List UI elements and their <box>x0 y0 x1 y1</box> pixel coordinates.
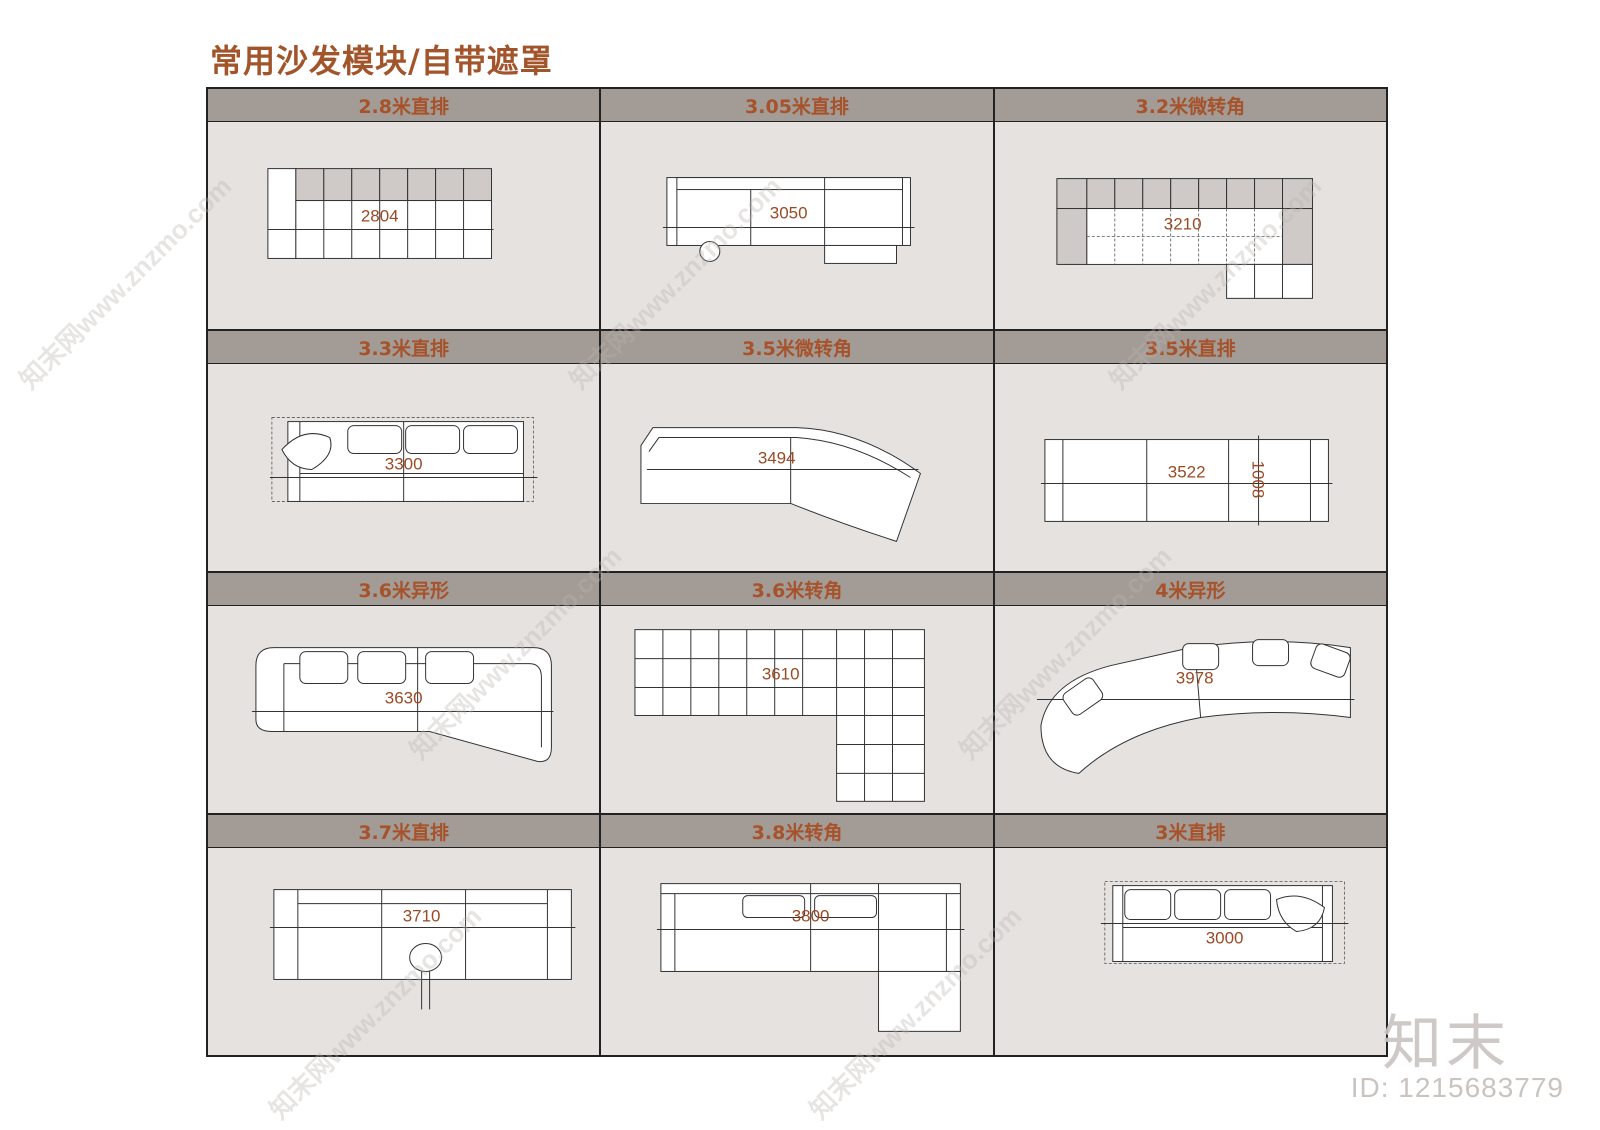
module-label: 3.05米直排 <box>601 89 993 122</box>
module-drawing: 3050 <box>601 122 992 329</box>
module-cell-3-05m-straight: 3.05米直排 3050 <box>600 88 994 330</box>
module-drawing: 3522 1008 <box>995 364 1386 571</box>
module-cell-3-3m-straight: 3.3米直排 3300 <box>207 330 601 572</box>
watermark-brand: 知末 <box>1382 1009 1510 1079</box>
module-label: 4米异形 <box>994 573 1386 606</box>
dimension-label: 3978 <box>1175 669 1213 688</box>
sofa-plan-2804: 2804 <box>267 168 494 259</box>
sofa-plan-3710: 3710 <box>269 889 576 1010</box>
module-label: 2.8米直排 <box>208 89 600 122</box>
depth-label: 1008 <box>1248 461 1267 499</box>
page-title: 常用沙发模块/自带遮罩 <box>210 42 553 80</box>
sofa-module-grid: 2.8米直排 2804 <box>206 87 1388 1057</box>
module-drawing: 3610 <box>601 606 992 813</box>
module-cell-3-8m-corner: 3.8米转角 3800 <box>600 814 994 1056</box>
module-drawing: 3000 <box>995 848 1386 1055</box>
module-drawing: 3800 <box>601 848 992 1055</box>
dimension-label: 3494 <box>758 449 796 468</box>
dimension-label: 3210 <box>1163 214 1201 233</box>
module-cell-3-2m-micro-corner: 3.2米微转角 <box>993 88 1387 330</box>
module-label: 3.2米微转角 <box>994 89 1386 122</box>
module-label: 3米直排 <box>994 815 1386 848</box>
module-drawing: 3978 <box>995 606 1386 813</box>
module-label: 3.6米异形 <box>208 573 600 606</box>
module-drawing: 3494 <box>601 364 992 571</box>
module-cell-3-7m-straight: 3.7米直排 3710 <box>207 814 601 1056</box>
dimension-label: 3050 <box>770 204 808 223</box>
sofa-plan-3610: 3610 <box>634 629 926 802</box>
module-cell-4m-special-shaped: 4米异形 3978 <box>993 572 1387 814</box>
module-label: 3.7米直排 <box>208 815 600 848</box>
module-label: 3.8米转角 <box>601 815 993 848</box>
module-label: 3.6米转角 <box>601 573 993 606</box>
watermark-text: 知末网www.znzmo.com <box>13 170 238 395</box>
module-label: 3.3米直排 <box>208 331 600 364</box>
dimension-label: 3300 <box>385 454 423 473</box>
sofa-plan-3210: 3210 <box>1056 178 1313 299</box>
module-cell-3-5m-straight: 3.5米直排 3522 1008 <box>993 330 1387 572</box>
dimension-label: 3710 <box>403 907 441 926</box>
sofa-plan-3522: 3522 1008 <box>1040 435 1333 526</box>
module-drawing: 3710 <box>208 848 599 1055</box>
module-drawing: 3630 <box>208 606 599 813</box>
module-drawing: 2804 <box>208 122 599 329</box>
sofa-plan-3630: 3630 <box>251 647 554 763</box>
dimension-label: 2804 <box>361 207 399 226</box>
module-drawing: 3210 <box>995 122 1386 329</box>
sofa-plan-3050: 3050 <box>663 177 915 264</box>
sofa-plan-3300: 3300 <box>269 417 538 502</box>
sofa-plan-3800: 3800 <box>657 883 965 1032</box>
module-cell-2-8m-straight: 2.8米直排 2804 <box>207 88 601 330</box>
module-cell-3m-straight: 3米直排 3000 <box>993 814 1387 1056</box>
dimension-label: 3000 <box>1205 929 1243 948</box>
dimension-label: 3610 <box>762 665 800 684</box>
module-label: 3.5米直排 <box>994 331 1386 364</box>
module-label: 3.5米微转角 <box>601 331 993 364</box>
module-cell-3-6m-special-shaped: 3.6米异形 3630 <box>207 572 601 814</box>
dimension-label: 3522 <box>1167 462 1205 481</box>
dimension-label: 3800 <box>792 907 830 926</box>
module-drawing: 3300 <box>208 364 599 571</box>
sofa-plan-3000: 3000 <box>1100 881 1349 964</box>
dimension-label: 3630 <box>385 689 423 708</box>
sofa-plan-3978: 3978 <box>1036 639 1355 774</box>
module-cell-3-6m-corner: 3.6米转角 3610 <box>600 572 994 814</box>
module-cell-3-5m-micro-corner: 3.5米微转角 3494 <box>600 330 994 572</box>
watermark-id: ID: 1215683779 <box>1350 1072 1564 1103</box>
sofa-plan-3494: 3494 <box>640 427 922 542</box>
